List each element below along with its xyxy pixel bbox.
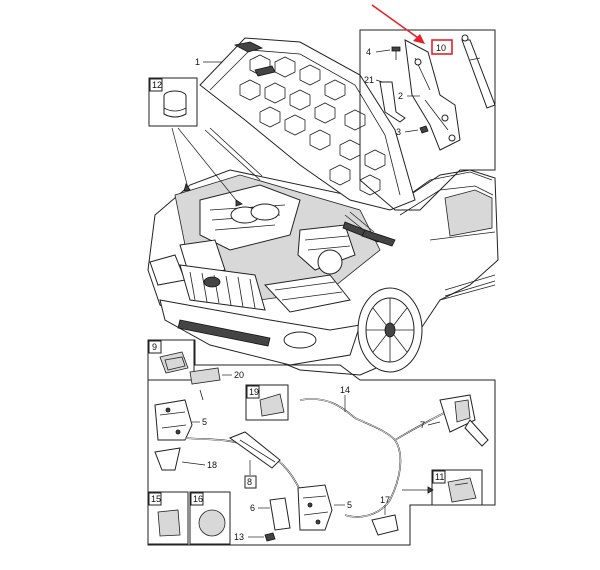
label-21: 21 [364, 75, 374, 85]
label-17: 17 [380, 495, 390, 505]
highlighted-part-10: 10 [431, 39, 453, 55]
label-8: 8 [247, 477, 252, 487]
label-16: 16 [193, 494, 203, 504]
label-9: 9 [152, 342, 157, 352]
label-11: 11 [435, 472, 444, 482]
red-pointer-arrow [371, 4, 425, 44]
label-2: 2 [398, 91, 403, 101]
label-20: 20 [234, 370, 244, 380]
label-15: 15 [151, 494, 161, 504]
inset-hood-lock-cable: 9 20 5 18 14 19 [147, 339, 496, 546]
label-7: 7 [420, 420, 425, 430]
label-13: 13 [234, 532, 244, 542]
callout-12-cap: 12 [148, 77, 243, 207]
label-12: 12 [152, 80, 162, 90]
label-4: 4 [366, 47, 371, 57]
label-14: 14 [340, 385, 350, 395]
label-10: 10 [436, 43, 446, 53]
label-3: 3 [396, 127, 401, 137]
vehicle-illustration [147, 37, 499, 376]
label-1: 1 [195, 57, 200, 67]
label-18: 18 [207, 460, 217, 470]
label-19: 19 [249, 387, 259, 397]
label-5b: 5 [347, 500, 352, 510]
label-5a: 5 [202, 417, 207, 427]
label-6: 6 [250, 503, 255, 513]
inset-hood-strut: 4 21 2 3 [359, 29, 496, 211]
